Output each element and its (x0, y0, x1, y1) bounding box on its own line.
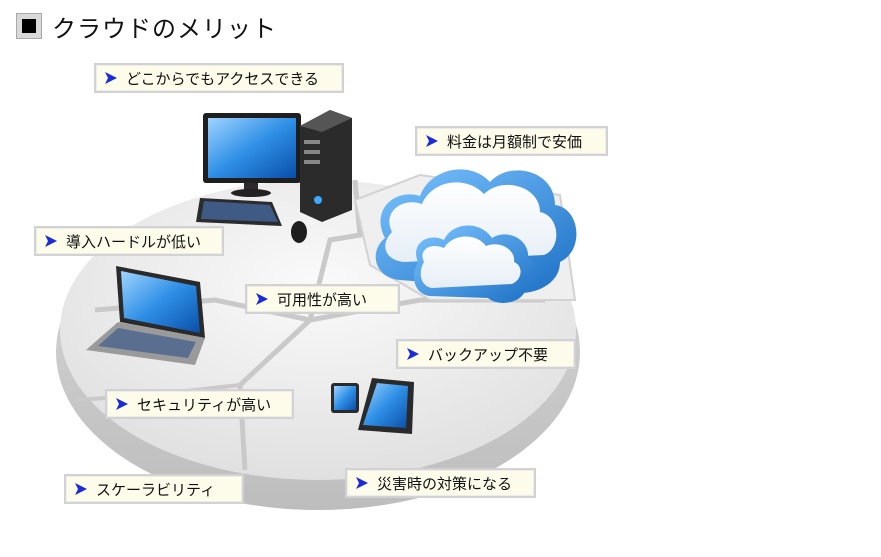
laptop-icon (86, 266, 205, 365)
label-access-anywhere: どこからでもアクセスできる (94, 63, 344, 93)
arrow-right-icon (75, 483, 87, 495)
page-title-bar: クラウドのメリット (16, 10, 277, 43)
page-title: クラウドのメリット (52, 14, 277, 43)
label-text: 災害時の対策になる (377, 474, 513, 493)
cloud-icon (375, 169, 577, 303)
label-text: スケーラビリティ (96, 480, 216, 499)
label-high-security: セキュリティが高い (105, 389, 294, 419)
label-high-availability: 可用性が高い (245, 284, 400, 314)
arrow-right-icon (105, 72, 117, 84)
desktop-computer-icon (196, 110, 352, 243)
label-disaster-recovery: 災害時の対策になる (345, 468, 536, 498)
label-text: セキュリティが高い (137, 395, 272, 414)
arrow-right-icon (426, 135, 438, 147)
label-text: 導入ハードルが低い (66, 232, 202, 251)
label-text: どこからでもアクセスできる (126, 69, 320, 88)
label-scalability: スケーラビリティ (64, 474, 244, 504)
arrow-right-icon (356, 477, 368, 489)
label-text: 可用性が高い (277, 290, 368, 309)
arrow-right-icon (256, 293, 268, 305)
arrow-right-icon (45, 235, 57, 247)
mobile-devices-icon (331, 378, 414, 434)
arrow-right-icon (407, 348, 419, 360)
label-low-barrier: 導入ハードルが低い (34, 226, 224, 256)
label-text: バックアップ不要 (428, 345, 549, 364)
label-text: 料金は月額制で安価 (447, 132, 583, 151)
label-low-monthly-fee: 料金は月額制で安価 (415, 126, 608, 156)
arrow-right-icon (116, 398, 128, 410)
title-bullet-icon (16, 13, 42, 39)
label-no-backup-needed: バックアップ不要 (396, 339, 576, 369)
